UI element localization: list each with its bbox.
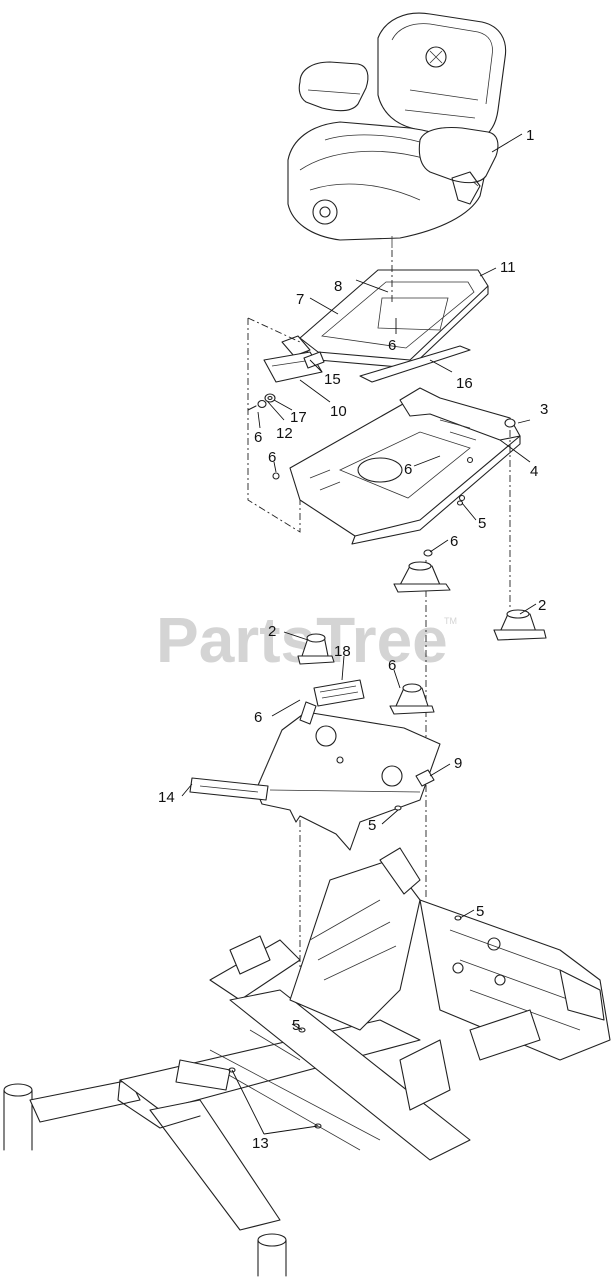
logo-plate[interactable] — [189, 777, 269, 801]
isolator-mount-right[interactable] — [493, 609, 547, 641]
callout-9: 9 — [454, 755, 462, 772]
callout-11: 11 — [500, 259, 516, 276]
isolator-mount-left[interactable] — [297, 633, 335, 665]
seat-assembly[interactable] — [287, 12, 507, 248]
callout-5-lower: 5 — [292, 1017, 300, 1034]
callout-5-frame: 5 — [476, 903, 484, 920]
latch-bracket[interactable] — [263, 351, 325, 383]
callout-6-left: 6 — [268, 449, 276, 466]
callout-7: 7 — [296, 291, 304, 308]
watermark-trademark: TM — [444, 616, 457, 626]
seat-pan-shroud[interactable] — [255, 701, 441, 851]
callout-3: 3 — [540, 401, 548, 418]
callout-1: 1 — [526, 127, 534, 144]
leader-lines — [181, 133, 537, 1135]
callout-17: 17 — [290, 409, 307, 426]
callout-15: 15 — [324, 371, 341, 388]
callout-8: 8 — [334, 278, 342, 295]
callout-6-pan: 6 — [254, 709, 262, 726]
callout-6-plate: 6 — [404, 461, 412, 478]
instruction-decal[interactable] — [313, 679, 365, 707]
callout-5-pan: 5 — [368, 817, 376, 834]
isolator-mount-upper[interactable] — [393, 561, 451, 593]
callout-10: 10 — [330, 403, 347, 420]
callout-2-left: 2 — [268, 623, 276, 640]
callout-5-plate: 5 — [478, 515, 486, 532]
callout-6-track: 6 — [388, 337, 396, 354]
callout-16: 16 — [456, 375, 473, 392]
callout-2-right: 2 — [538, 597, 546, 614]
callout-4: 4 — [530, 463, 538, 480]
callout-13: 13 — [252, 1135, 269, 1152]
callout-6-lower-mount: 6 — [388, 657, 396, 674]
callout-14: 14 — [158, 789, 175, 806]
callout-6-mount: 6 — [450, 533, 458, 550]
callout-12: 12 — [276, 425, 293, 442]
machine-frame[interactable] — [3, 847, 611, 1277]
callout-labels: 1 8 11 7 6 15 16 10 17 12 6 3 4 6 6 5 6 … — [158, 127, 548, 1152]
callout-18: 18 — [334, 643, 351, 660]
callout-6-spring: 6 — [254, 429, 262, 446]
nut-hardware[interactable] — [272, 418, 516, 557]
spring-hardware[interactable] — [247, 393, 276, 411]
seat-track-plate[interactable] — [281, 269, 489, 383]
isolator-mount-lower[interactable] — [389, 683, 435, 715]
seat-mount-plate[interactable] — [289, 387, 521, 545]
watermark-text: PartsTree — [156, 604, 448, 676]
